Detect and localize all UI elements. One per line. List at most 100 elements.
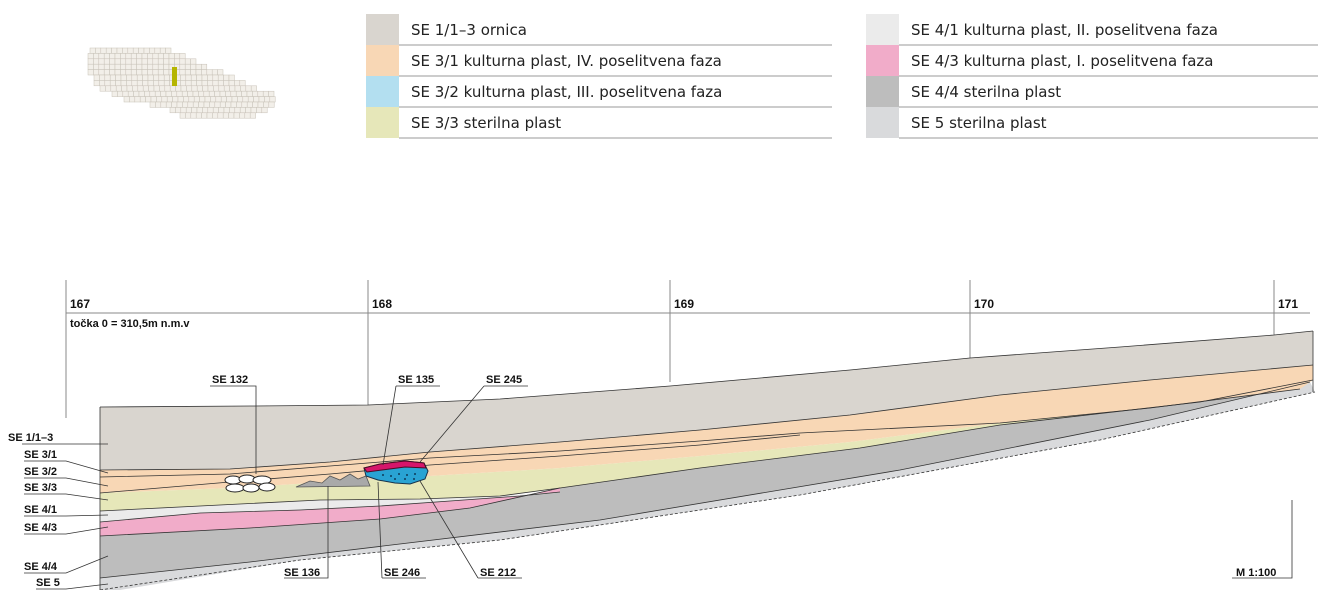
grid-square (145, 96, 152, 103)
grid-square (237, 96, 244, 103)
grid-square (250, 85, 257, 92)
grid-square (141, 63, 148, 70)
grid-square (240, 85, 247, 92)
grid-square (229, 85, 236, 92)
grid-square (252, 101, 259, 108)
grid-square (136, 58, 143, 65)
grid-square (122, 90, 129, 97)
grid-square (138, 47, 145, 54)
grid-square (87, 53, 94, 60)
grid-square (203, 101, 210, 108)
grid-square (245, 85, 252, 92)
grid-square (103, 53, 110, 60)
grid-square (261, 107, 268, 114)
grid-square (196, 107, 203, 114)
grid-square (168, 58, 175, 65)
grid-square (223, 107, 230, 114)
grid-square (181, 90, 188, 97)
grid-square (190, 69, 197, 76)
grid-square (212, 74, 219, 81)
grid-square (239, 112, 246, 119)
grid-square (201, 69, 208, 76)
grid-square (196, 85, 203, 92)
grid-square (187, 101, 194, 108)
grid-square (163, 80, 170, 87)
grid-square (219, 90, 226, 97)
grid-square (111, 47, 118, 54)
boundary-surface (99, 330, 1314, 408)
boundary-se1-se31 (99, 364, 1314, 471)
grid-square (180, 74, 187, 81)
grid-square (164, 85, 171, 92)
legend-label: SE 4/4 sterilna plast (911, 83, 1061, 101)
grid-square (131, 80, 138, 87)
grid-square (136, 63, 143, 70)
stone (258, 482, 276, 492)
grid-square (171, 90, 178, 97)
grid-square (201, 63, 208, 70)
grid-square (195, 69, 202, 76)
grid-square (93, 53, 100, 60)
grid-square (163, 58, 170, 65)
grid-square (169, 85, 176, 92)
grid-square (183, 96, 190, 103)
grid-square (226, 96, 233, 103)
grid-square (142, 80, 149, 87)
grid-square (190, 112, 197, 119)
grid-square (87, 63, 94, 70)
grid-square (147, 53, 154, 60)
section-location-marker (172, 67, 177, 86)
side-label-se-4-1: SE 4/1 (24, 504, 57, 516)
grid-square (153, 74, 160, 81)
grid-square (207, 85, 214, 92)
grid-square (130, 63, 137, 70)
grid-square (157, 69, 164, 76)
grid-square (249, 112, 256, 119)
grid-square (268, 90, 275, 97)
grid-square (168, 53, 175, 60)
grid-square (98, 58, 105, 65)
grid-square (201, 74, 208, 81)
grid-square (142, 74, 149, 81)
grid-square (268, 101, 275, 108)
grid-square (223, 80, 230, 87)
grid-square (120, 69, 127, 76)
feature-label-se-245: SE 245 (486, 374, 522, 386)
legend-label: SE 3/2 kulturna plast, III. poselitvena … (411, 83, 722, 101)
legend-label: SE 1/1–3 ornica (411, 21, 527, 39)
grid-square (120, 74, 127, 81)
grid-square (220, 96, 227, 103)
side-label-se-3-3: SE 3/3 (24, 482, 57, 494)
grid-square (217, 69, 224, 76)
grid-square (125, 53, 132, 60)
layer-se-4-4 (100, 380, 1313, 578)
stone (242, 483, 260, 493)
grid-square (246, 90, 253, 97)
grid-square (231, 96, 238, 103)
grid-square (210, 96, 217, 103)
grid-square (246, 101, 253, 108)
grid-square (159, 47, 166, 54)
scale-label: M 1:100 (1236, 567, 1276, 579)
stone (224, 475, 242, 485)
legend-swatch (366, 107, 399, 138)
grid-square (114, 53, 121, 60)
grid-square (212, 112, 219, 119)
grid-square (143, 47, 150, 54)
grid-square (175, 85, 182, 92)
grid-square (136, 53, 143, 60)
grid-square (115, 80, 122, 87)
feature-label-se-246: SE 246 (384, 567, 420, 579)
grid-square (257, 90, 264, 97)
grid-square (154, 90, 161, 97)
side-label-se-1: SE 1/1–3 (8, 432, 53, 444)
grid-square (245, 107, 252, 114)
grid-square (233, 112, 240, 119)
features (224, 460, 429, 493)
grid-square (160, 101, 167, 108)
grid-square (212, 80, 219, 87)
grid-square (171, 101, 178, 108)
grid-square (250, 107, 257, 114)
grid-square (174, 58, 181, 65)
grid-square (98, 63, 105, 70)
